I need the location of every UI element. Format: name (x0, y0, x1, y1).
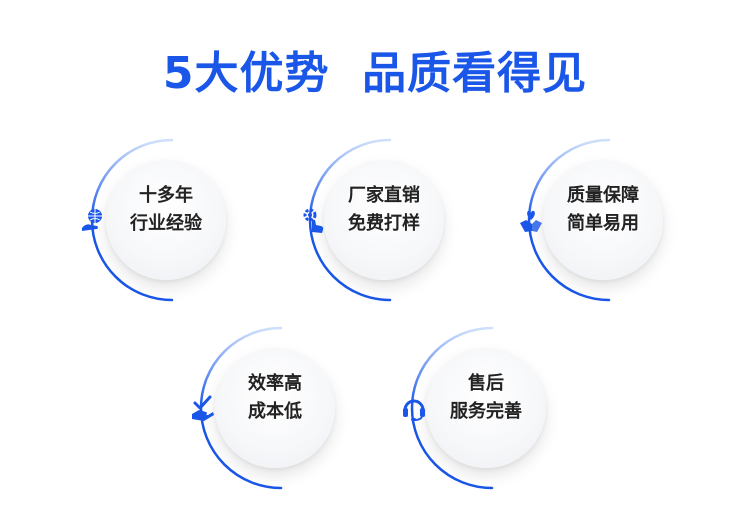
advantage-circle (106, 160, 226, 280)
advantage-line1: 质量保障 (567, 185, 639, 206)
advantage-line2: 简单易用 (567, 213, 639, 234)
advantage-line1: 厂家直销 (348, 185, 420, 206)
advantage-circle (324, 160, 444, 280)
decorative-arc (527, 138, 611, 302)
advantage-line1: 效率高 (248, 373, 302, 394)
gear-hand-icon (303, 208, 324, 233)
advantage-item-quality: 质量保障 简单易用 (513, 130, 693, 310)
advantage-item-direct-sales: 厂家直销 免费打样 (294, 130, 474, 310)
advantage-circle (215, 348, 335, 468)
advantage-line2: 免费打样 (348, 213, 420, 234)
advantage-line1: 售后 (468, 373, 504, 394)
headset-icon (403, 399, 425, 421)
check-hand-icon (192, 395, 214, 421)
advantage-line1: 十多年 (139, 185, 193, 206)
page-title: 5大优势 品质看得见 (162, 48, 588, 99)
advantage-line2: 服务完善 (450, 401, 522, 422)
advantage-item-efficiency: 效率高 成本低 (185, 318, 365, 498)
advantage-circle (543, 160, 663, 280)
advantage-circle (426, 348, 546, 468)
advantage-line2: 行业经验 (130, 213, 202, 234)
advantage-line2: 成本低 (248, 401, 302, 422)
decorative-arc (410, 326, 494, 490)
heart-hand-icon (520, 210, 542, 232)
globe-hand-icon (82, 209, 102, 231)
advantage-item-experience: 十多年 行业经验 (76, 130, 256, 310)
advantage-item-after-sales: 售后 服务完善 (396, 318, 576, 498)
